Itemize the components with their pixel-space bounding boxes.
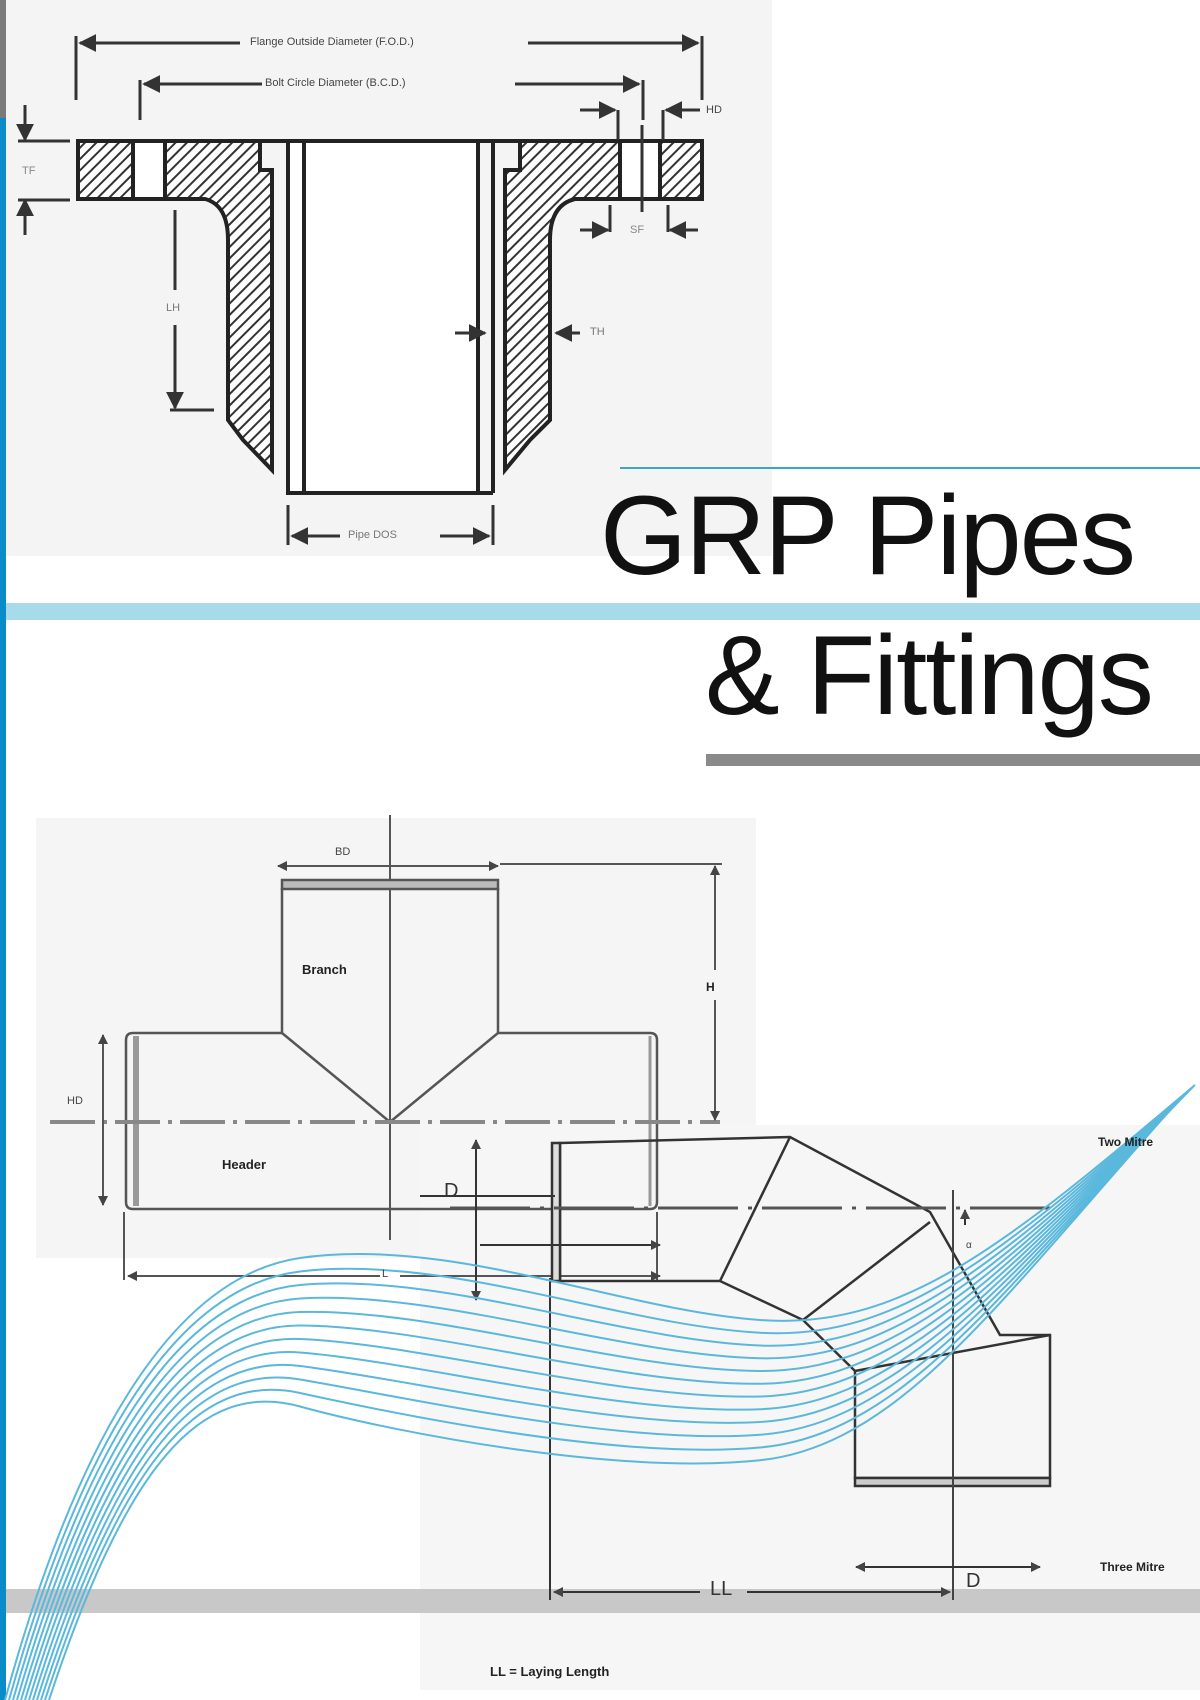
title-rule-gray	[706, 754, 1200, 766]
pipe-dos-dimension	[286, 505, 495, 545]
wave-line	[8, 1086, 1194, 1700]
wave-line	[20, 1092, 1188, 1700]
title-rule-top	[620, 467, 1200, 469]
label-sf: SF	[630, 224, 645, 236]
label-hd-flange: HD	[706, 104, 722, 116]
label-th: TH	[590, 326, 605, 338]
wave-line	[16, 1090, 1190, 1700]
label-two-mitre: Two Mitre	[1098, 1135, 1154, 1149]
label-header: Header	[222, 1157, 267, 1172]
wave-line	[40, 1102, 1178, 1700]
wave-line	[32, 1098, 1182, 1700]
left-accent-bar-blue	[0, 118, 6, 1700]
label-l: L	[382, 1268, 389, 1280]
hd-dimension	[580, 101, 700, 140]
light-blue-band	[6, 603, 1200, 620]
wave-line	[28, 1096, 1184, 1700]
page-title-line-2: & Fittings	[705, 613, 1154, 738]
label-d-left: D	[444, 1180, 459, 1202]
label-branch: Branch	[302, 962, 347, 977]
label-pipe-dos: Pipe DOS	[348, 529, 397, 541]
decorative-wave	[4, 1084, 1196, 1700]
tf-dimension	[15, 105, 70, 235]
left-accent-bar-gray	[0, 0, 6, 118]
label-bcd: Bolt Circle Diameter (B.C.D.)	[265, 77, 406, 89]
label-three-mitre: Three Mitre	[1100, 1560, 1165, 1574]
fod-dimension	[74, 34, 704, 100]
tee-fitting	[50, 815, 722, 1281]
label-ll: LL	[710, 1578, 733, 1600]
wave-line	[44, 1104, 1176, 1700]
label-fod: Flange Outside Diameter (F.O.D.)	[250, 36, 414, 48]
sf-dimension	[580, 125, 698, 239]
wave-line	[24, 1094, 1186, 1700]
wave-line	[12, 1088, 1192, 1700]
label-lh: LH	[166, 302, 181, 314]
lh-dimension	[166, 210, 214, 412]
page-title-line-1: GRP Pipes	[600, 473, 1136, 598]
flange-body	[76, 139, 704, 495]
wave-line	[48, 1106, 1174, 1700]
mitre-elbow	[420, 1135, 1055, 1600]
label-h: H	[706, 980, 715, 994]
label-angle: α	[966, 1240, 972, 1251]
wave-line	[4, 1084, 1196, 1700]
label-bd: BD	[335, 846, 351, 858]
bcd-dimension	[138, 75, 645, 120]
wave-line	[36, 1100, 1180, 1700]
label-legend-laying-length: LL = Laying Length	[490, 1664, 610, 1679]
label-tf: TF	[22, 165, 36, 177]
label-d-bottom: D	[966, 1570, 981, 1592]
label-hd-tee: HD	[67, 1095, 83, 1107]
